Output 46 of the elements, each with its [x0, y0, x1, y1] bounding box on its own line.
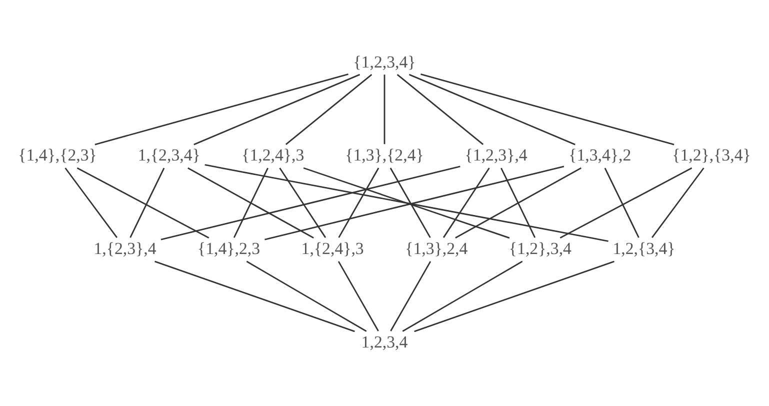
- connector: [279, 168, 326, 238]
- node-text: 1,2,{3,4}: [612, 239, 676, 258]
- connector: [604, 168, 640, 238]
- connector: [154, 260, 355, 332]
- connector: [194, 74, 360, 146]
- connector: [94, 74, 348, 146]
- connector: [285, 74, 372, 145]
- connector: [652, 168, 704, 238]
- connector: [130, 168, 165, 238]
- node-text: {1,2,3},4: [464, 146, 528, 165]
- connector: [390, 261, 432, 332]
- connector: [160, 166, 460, 240]
- connector: [408, 74, 576, 146]
- connector: [338, 168, 380, 238]
- connector: [384, 74, 386, 144]
- connector: [396, 74, 484, 145]
- connector: [420, 74, 674, 146]
- connector: [402, 260, 523, 332]
- connector: [500, 168, 536, 238]
- node-text: {1,4},2,3: [198, 239, 260, 258]
- node-text: {1,3},{2,4}: [345, 146, 424, 165]
- connector: [64, 168, 118, 238]
- node-text: {1,2,3,4}: [353, 52, 416, 72]
- connector: [76, 167, 210, 238]
- node-text: {1,2,4},3: [242, 146, 304, 165]
- connector: [414, 260, 614, 332]
- connector: [246, 260, 367, 332]
- connector: [233, 168, 268, 238]
- node-text: 1,{2,3},4: [94, 239, 156, 258]
- node-text: {1,2},{3,4}: [672, 146, 751, 165]
- node-text: {1,3,4},2: [568, 146, 632, 165]
- node-text: 1,{2,4},3: [301, 239, 364, 258]
- connector: [390, 168, 431, 238]
- node-text: {1,2},3,4: [508, 239, 572, 258]
- connector: [264, 166, 564, 240]
- connector: [303, 167, 510, 239]
- connector: [442, 168, 490, 238]
- node-text: 1,2,3,4: [361, 332, 408, 352]
- connector: [560, 167, 692, 238]
- connector: [204, 164, 608, 242]
- node-text: {1,4},{2,3}: [18, 146, 97, 165]
- node-text: 1,{2,3,4}: [138, 146, 200, 165]
- connector: [455, 167, 582, 238]
- connector: [338, 261, 379, 332]
- node-text: {1,3},2,4: [405, 239, 468, 258]
- connector: [188, 167, 314, 238]
